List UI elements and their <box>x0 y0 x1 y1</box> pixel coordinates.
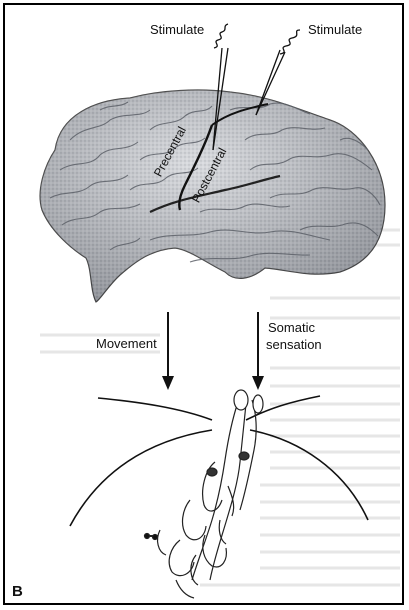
arrow-movement <box>162 312 174 390</box>
somatic-label-line1: Somatic <box>268 320 315 336</box>
arrow-somatic-sensation <box>252 312 264 390</box>
somatic-label-line2: sensation <box>266 337 322 353</box>
stimulate-label-right: Stimulate <box>308 22 362 38</box>
panel-letter: B <box>12 584 23 600</box>
homunculus-figure <box>145 390 264 598</box>
stimulate-label-left: Stimulate <box>150 22 204 38</box>
movement-label: Movement <box>96 336 157 352</box>
